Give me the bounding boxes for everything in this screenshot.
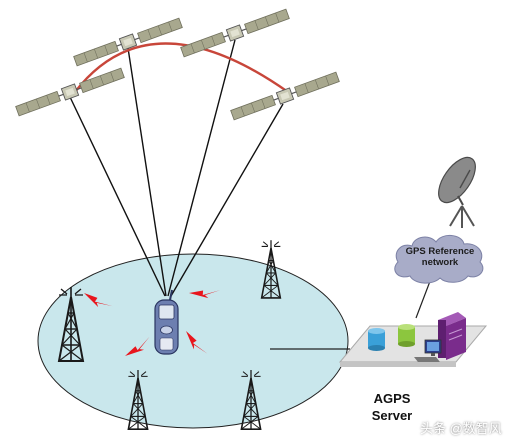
orbit-arc <box>74 42 289 93</box>
mobile-handset <box>154 289 179 355</box>
satellite-1 <box>15 67 124 117</box>
cloud-label-line-2: network <box>421 257 459 268</box>
server-label-line-1: AGPS <box>373 391 411 406</box>
satellite-2 <box>73 17 182 67</box>
database-blue-icon <box>368 328 385 351</box>
gps-reference-cloud <box>394 235 484 284</box>
server-label-line-2: Server <box>371 408 413 423</box>
monitor-icon <box>424 339 442 356</box>
satellite-3 <box>180 8 289 58</box>
watermark-text: 头条 @数智风 <box>420 421 502 436</box>
satellite-4 <box>230 71 339 121</box>
agps-server-label: AGPS Server <box>362 390 422 424</box>
agps-server-equipment <box>338 312 488 367</box>
satellite-dish-icon <box>438 156 476 228</box>
server-tower-icon <box>438 312 466 360</box>
gps-reference-network-label: GPS Reference network <box>392 246 488 268</box>
cloud-label-line-1: GPS Reference <box>405 246 475 257</box>
database-green-icon <box>398 324 415 347</box>
satellite-links <box>69 39 284 297</box>
keyboard-icon <box>414 357 440 362</box>
